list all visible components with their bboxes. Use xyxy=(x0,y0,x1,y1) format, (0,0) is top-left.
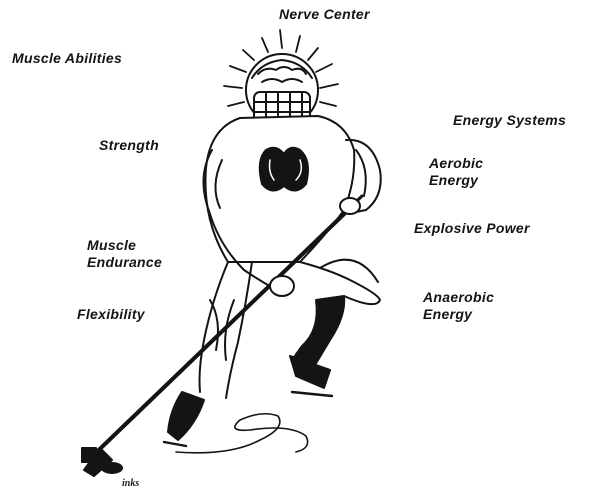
puck xyxy=(102,463,122,473)
artist-signature: inks xyxy=(122,478,139,489)
label-strength: Strength xyxy=(99,137,159,154)
label-explosive-power: Explosive Power xyxy=(414,220,530,237)
label-muscle-abilities: Muscle Abilities xyxy=(12,50,122,67)
label-muscle-endurance: Muscle Endurance xyxy=(87,237,162,271)
label-energy-systems: Energy Systems xyxy=(453,112,566,129)
label-aerobic-energy: Aerobic Energy xyxy=(429,155,483,189)
skates xyxy=(164,356,332,446)
label-anaerobic-energy: Anaerobic Energy xyxy=(423,289,494,323)
label-flexibility: Flexibility xyxy=(77,306,145,323)
label-nerve-center: Nerve Center xyxy=(279,6,370,23)
